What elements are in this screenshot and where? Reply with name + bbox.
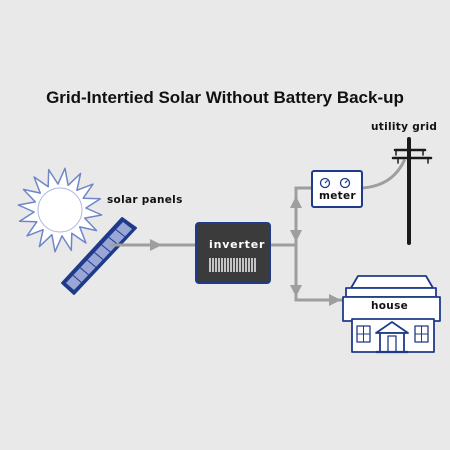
inverter-label: inverter bbox=[209, 238, 266, 251]
house-label: house bbox=[371, 300, 409, 312]
arrow-to-house bbox=[329, 294, 341, 306]
panel-cell-divider bbox=[115, 229, 126, 238]
arrow-up-to-meter bbox=[290, 196, 302, 208]
house-icon bbox=[342, 275, 441, 354]
inverter-box bbox=[195, 222, 271, 284]
meter-to-grid-wire bbox=[360, 158, 407, 190]
sun-icon bbox=[17, 167, 103, 253]
panel-cell-divider bbox=[94, 252, 104, 260]
solar-panel bbox=[61, 217, 137, 295]
panel-cell-divider bbox=[108, 236, 118, 245]
arrow-down-to-bus bbox=[290, 230, 302, 242]
utility-grid-label: utility grid bbox=[371, 121, 438, 133]
solar-panels-label: solar panels bbox=[107, 194, 183, 206]
utility-pole-icon bbox=[391, 137, 433, 245]
arrow-down-to-house bbox=[290, 285, 302, 297]
arrow-to-inverter bbox=[150, 239, 162, 251]
panel-cell-divider bbox=[87, 259, 97, 268]
meter-label: meter bbox=[319, 190, 356, 202]
meter-box bbox=[311, 170, 363, 208]
flow-arrows bbox=[150, 196, 341, 306]
panel-cell-divider bbox=[101, 244, 111, 253]
diagram-title: Grid-Intertied Solar Without Battery Bac… bbox=[46, 88, 404, 107]
panel-cell-divider bbox=[79, 267, 89, 276]
panel-cell-divider bbox=[72, 274, 82, 283]
